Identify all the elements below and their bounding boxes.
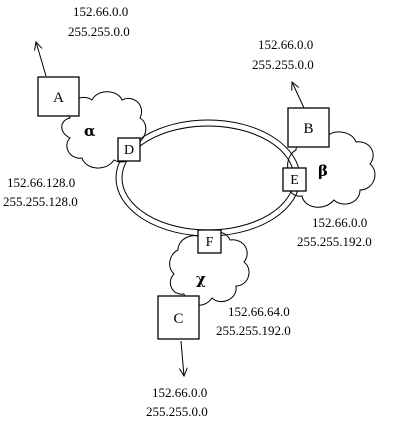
node-e-label: E: [290, 173, 299, 188]
node-d-label: D: [124, 143, 134, 158]
c-address: 152.66.0.0: [152, 385, 207, 400]
node-b[interactable]: B: [287, 107, 330, 148]
node-c[interactable]: C: [157, 295, 200, 340]
e-mask: 255.255.192.0: [297, 234, 372, 249]
arrow-b: [292, 82, 305, 109]
arrow-a: [36, 42, 47, 77]
node-f[interactable]: F: [197, 229, 222, 254]
f-mask: 255.255.192.0: [216, 323, 291, 338]
d-mask: 255.255.128.0: [3, 194, 78, 209]
arrow-c: [181, 340, 184, 376]
label-alpha: α: [84, 122, 96, 140]
node-a-label: A: [53, 90, 64, 106]
label-chi: χ: [196, 270, 206, 288]
b-address: 152.66.0.0: [258, 37, 313, 52]
d-address: 152.66.128.0: [7, 175, 75, 190]
b-mask: 255.255.0.0: [252, 57, 314, 72]
node-f-label: F: [206, 235, 214, 250]
label-beta: β: [318, 162, 328, 180]
c-mask: 255.255.0.0: [146, 404, 208, 419]
node-d[interactable]: D: [117, 137, 141, 162]
node-b-label: B: [303, 121, 313, 137]
node-e[interactable]: E: [282, 167, 307, 192]
node-a[interactable]: A: [37, 76, 80, 117]
f-address: 152.66.64.0: [228, 304, 290, 319]
a-address: 152.66.0.0: [73, 4, 128, 19]
ring-inner: [121, 125, 295, 231]
e-address: 152.66.0.0: [312, 215, 367, 230]
node-c-label: C: [173, 311, 183, 327]
a-mask: 255.255.0.0: [68, 24, 130, 39]
